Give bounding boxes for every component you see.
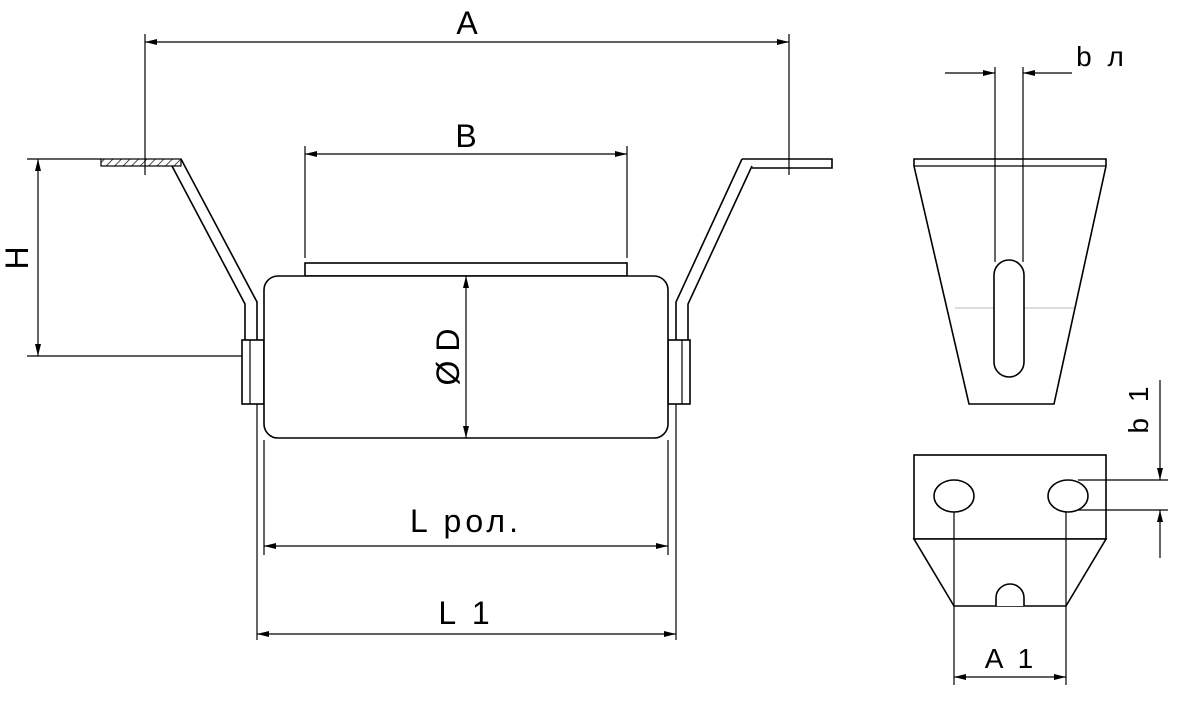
label-b1: b 1: [1123, 383, 1154, 434]
front-view: A B H Ø D L рол. L 1: [0, 5, 833, 640]
label-a1: A 1: [985, 643, 1037, 674]
label-a: A: [456, 5, 478, 41]
bottom-view: A 1 b 1: [912, 380, 1168, 685]
label-l1: L 1: [438, 595, 493, 631]
label-b: B: [455, 118, 476, 154]
label-d: Ø D: [430, 329, 466, 386]
hole-left: [933, 479, 975, 513]
axle-block-left: [241, 339, 265, 405]
bracket-right: [675, 158, 753, 340]
bracket-left: [171, 158, 258, 340]
mount-plate-left: [100, 158, 182, 167]
label-l-rol: L рол.: [410, 503, 522, 539]
axle-block-right: [667, 339, 691, 405]
mount-plate-right: [742, 158, 833, 169]
label-h: H: [0, 246, 35, 269]
hole-right: [1047, 479, 1089, 513]
side-view: b л: [913, 41, 1128, 405]
belt-strip: [304, 262, 628, 277]
bottom-notch: [995, 583, 1025, 606]
side-slot: [993, 259, 1025, 378]
label-bl: b л: [1076, 41, 1128, 72]
